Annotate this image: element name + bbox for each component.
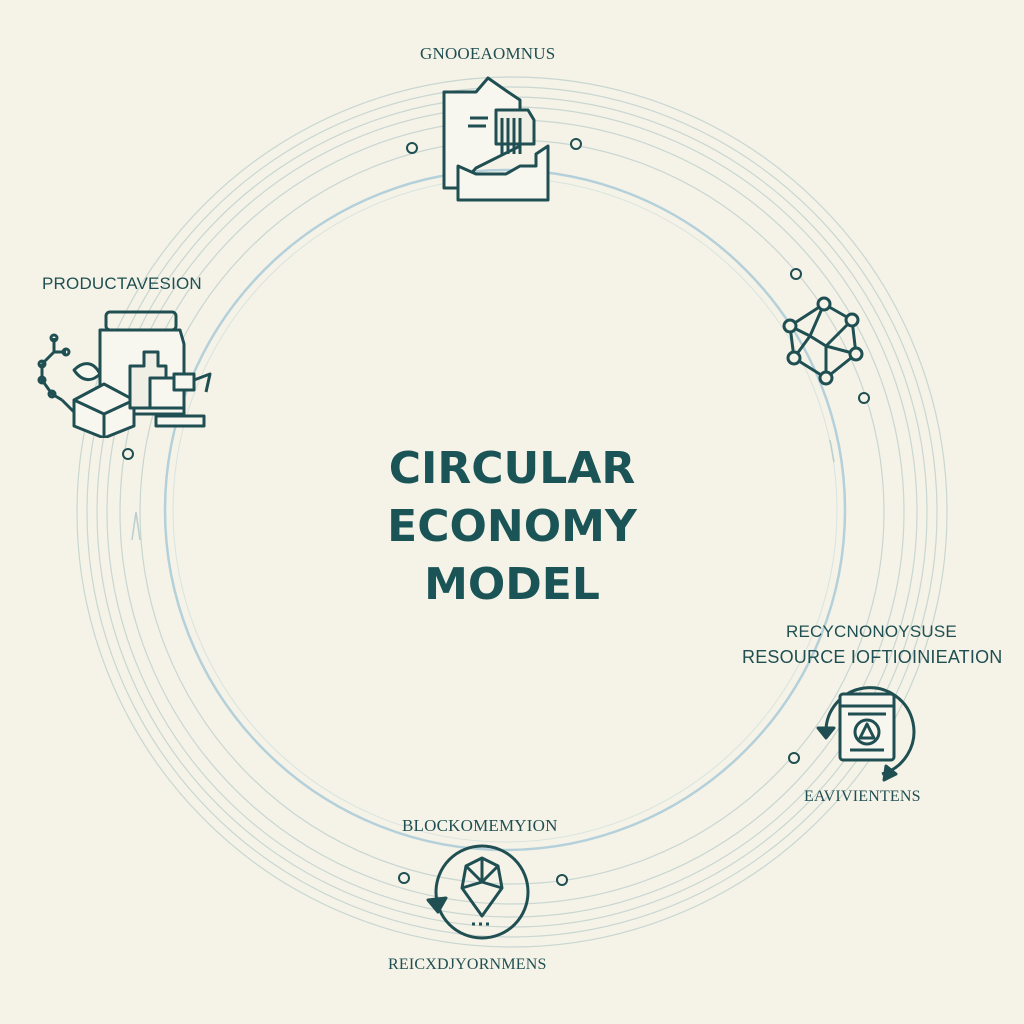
- lower-right-node-label-line-2: RESOURCE IOFTIOINIEATION: [742, 647, 1003, 667]
- node-connector-dot: [788, 752, 800, 764]
- node-connector-dot: [556, 874, 568, 886]
- jar-and-packages-icon: [34, 304, 214, 438]
- blockchain-gem-circle-icon: [426, 842, 536, 946]
- node-connector-dot: [406, 142, 418, 154]
- lower-right-node-label-below: EAVIVIENTENS: [804, 788, 921, 805]
- node-connector-dot: [122, 448, 134, 460]
- top-node-label: GNOOEAOMNUS: [420, 44, 556, 63]
- left-node-label: PRODUCTAVESION: [42, 274, 202, 293]
- network-nodes-icon: [782, 296, 864, 388]
- title-line-2: ECONOMY: [387, 501, 637, 552]
- lower-right-node-label-line-1: RECYCNONOYSUSE: [786, 622, 957, 641]
- node-connector-dot: [398, 872, 410, 884]
- node-connector-dot: [570, 138, 582, 150]
- title-line-3: MODEL: [424, 559, 600, 610]
- bottom-node-label-below: REICXDJYORNMENS: [388, 956, 547, 973]
- recycling-circle-icon: [812, 676, 922, 782]
- node-connector-dot: [858, 392, 870, 404]
- diagram-title: CIRCULAR ECONOMY MODEL: [312, 440, 712, 614]
- bottom-node-label-above: BLOCKOMEMYION: [402, 816, 558, 835]
- bag-with-documents-icon: [436, 70, 552, 202]
- title-line-1: CIRCULAR: [388, 443, 636, 494]
- node-connector-dot: [790, 268, 802, 280]
